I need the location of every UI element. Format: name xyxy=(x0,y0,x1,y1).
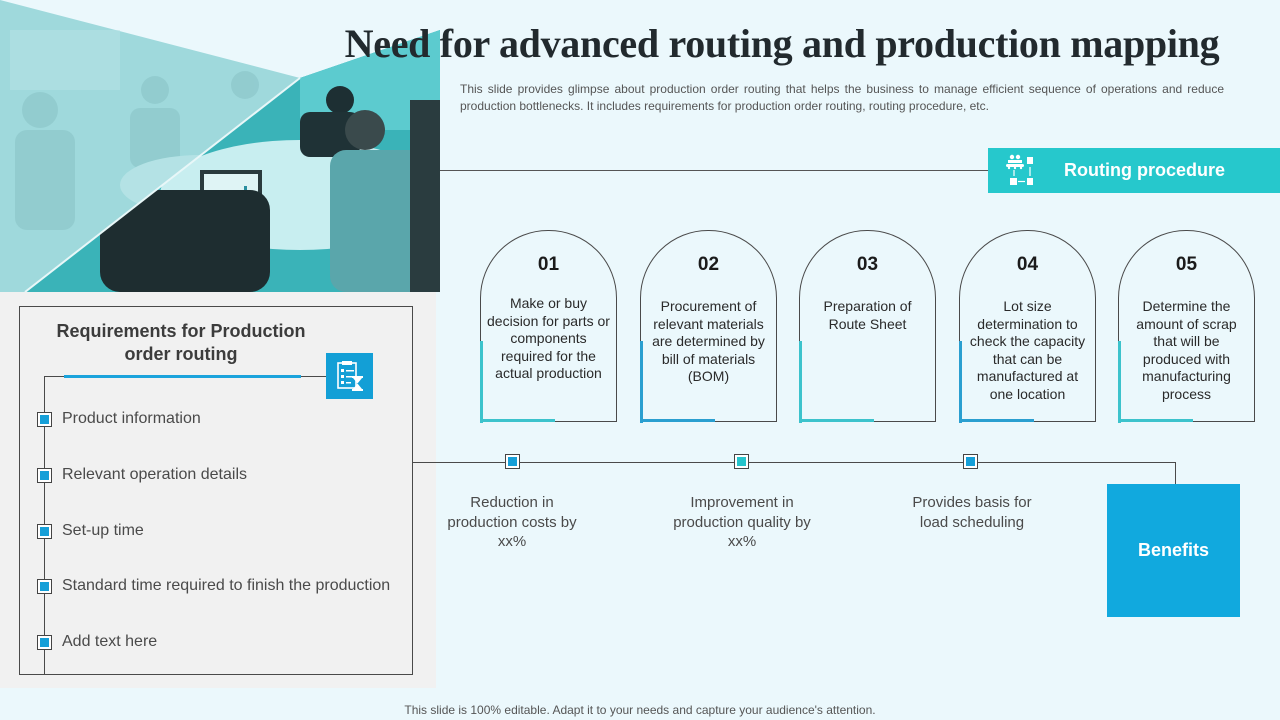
step-text: Determine the amount of scrap that will … xyxy=(1136,298,1237,402)
step-text: Make or buy decision for parts or compon… xyxy=(487,295,610,381)
square-bullet-icon xyxy=(734,454,749,469)
benefits-connector-line xyxy=(413,462,1176,463)
step-accent-bar xyxy=(799,341,802,423)
footer-note: This slide is 100% editable. Adapt it to… xyxy=(404,703,876,717)
requirement-item: Add text here xyxy=(37,633,157,651)
step-number: 02 xyxy=(697,254,720,275)
requirement-item: Product information xyxy=(37,410,201,428)
square-bullet-icon xyxy=(37,634,52,650)
checklist-hourglass-icon xyxy=(326,353,373,399)
meeting-photo xyxy=(0,0,440,292)
requirement-text: Set-up time xyxy=(62,522,144,539)
step-number: 04 xyxy=(1016,254,1039,275)
step-text: Procurement of relevant materials are de… xyxy=(652,298,765,384)
step-text: Lot size determination to check the capa… xyxy=(969,298,1086,402)
benefit-text: Provides basis for load scheduling xyxy=(912,494,1032,531)
page-title: Need for advanced routing and production… xyxy=(344,21,1220,66)
square-bullet-icon xyxy=(505,454,520,469)
step-accent-bar xyxy=(640,341,643,423)
step-accent-bar xyxy=(799,419,874,422)
square-bullet-icon xyxy=(37,467,52,483)
benefits-label: Benefits xyxy=(1137,540,1209,560)
conveyor-workflow-icon xyxy=(988,148,1052,193)
requirement-item: Set-up time xyxy=(37,522,144,540)
requirement-text: Product information xyxy=(62,410,201,427)
step-text: Preparation of Route Sheet xyxy=(823,298,912,332)
routing-step-05: 05 Determine the amount of scrap that wi… xyxy=(1118,230,1255,423)
square-bullet-icon xyxy=(963,454,978,469)
routing-procedure-header: Routing procedure xyxy=(988,148,1280,193)
step-accent-bar xyxy=(1118,419,1193,422)
requirement-text: Relevant operation details xyxy=(62,466,248,483)
requirements-box xyxy=(19,306,413,675)
slide-description: This slide provides glimpse about produc… xyxy=(460,82,1224,113)
benefits-connector-line xyxy=(1175,462,1176,484)
routing-step-04: 04 Lot size determination to check the c… xyxy=(959,230,1096,423)
meeting-photo-graphic xyxy=(0,0,440,292)
requirement-item: Standard time required to finish the pro… xyxy=(37,577,390,595)
square-bullet-icon xyxy=(37,411,52,427)
routing-step-02: 02 Procurement of relevant materials are… xyxy=(640,230,777,423)
benefit-text: Improvement in production quality by xx% xyxy=(673,494,811,550)
benefit-text: Reduction in production costs by xx% xyxy=(447,494,577,550)
benefits-box: Benefits xyxy=(1107,484,1240,617)
routing-step-03: 03 Preparation of Route Sheet xyxy=(799,230,936,423)
requirements-title-underline xyxy=(64,375,301,378)
square-bullet-icon xyxy=(37,523,52,539)
step-number: 01 xyxy=(537,254,560,275)
requirement-item: Relevant operation details xyxy=(37,466,247,484)
step-accent-bar xyxy=(959,419,1034,422)
routing-procedure-label: Routing procedure xyxy=(1064,160,1225,180)
step-accent-bar xyxy=(480,419,555,422)
step-accent-bar xyxy=(1118,341,1121,423)
square-bullet-icon xyxy=(37,578,52,594)
step-number: 05 xyxy=(1175,254,1198,275)
requirement-text: Standard time required to finish the pro… xyxy=(62,577,391,594)
step-number: 03 xyxy=(856,254,879,275)
step-accent-bar xyxy=(640,419,715,422)
step-accent-bar xyxy=(480,341,483,423)
requirement-text: Add text here xyxy=(62,633,158,650)
routing-step-01: 01 Make or buy decision for parts or com… xyxy=(480,230,617,423)
step-accent-bar xyxy=(959,341,962,423)
routing-connector-line xyxy=(440,170,988,171)
requirements-title: Requirements for Production order routin… xyxy=(56,321,306,364)
